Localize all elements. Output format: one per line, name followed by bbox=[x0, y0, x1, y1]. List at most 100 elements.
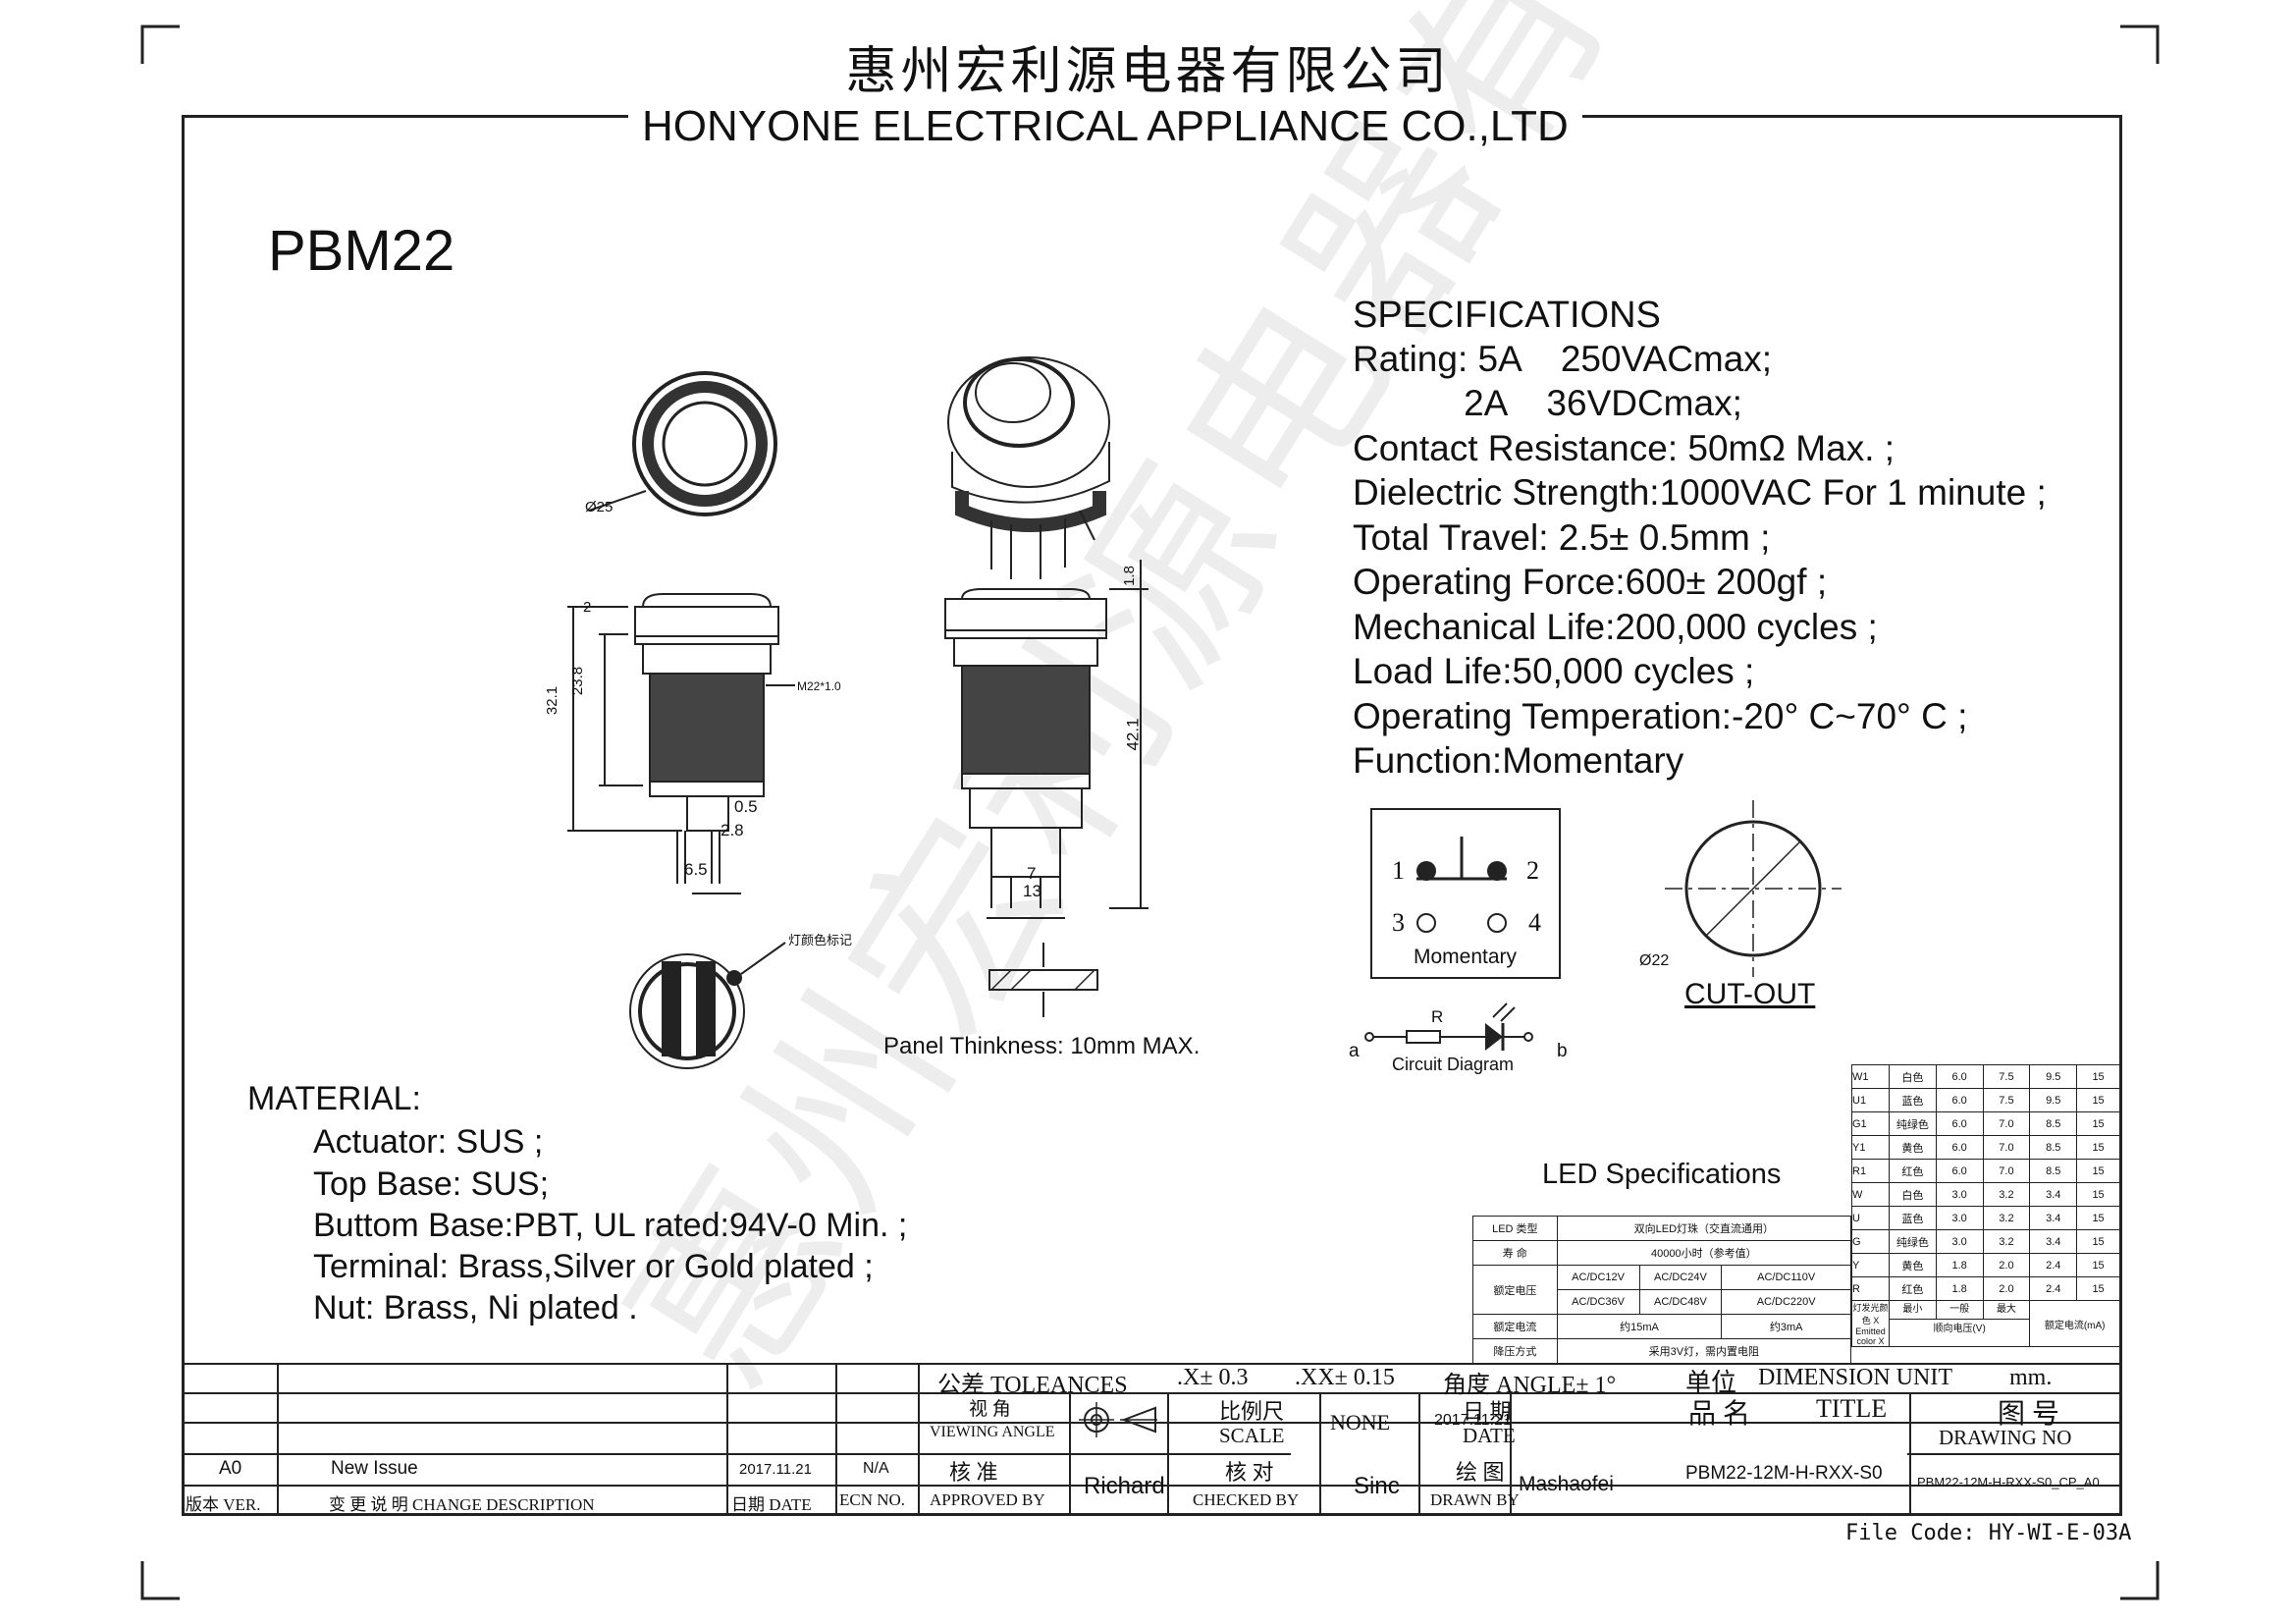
material-line: Buttom Base:PBT, UL rated:94V-0 Min. ; bbox=[313, 1207, 908, 1244]
led-color-cell: 9.5 bbox=[2029, 1064, 2078, 1089]
led-footer-current: 额定电流(mA) bbox=[2029, 1300, 2120, 1347]
crop-mark-top-right bbox=[2120, 25, 2160, 64]
side-view-right-drawing bbox=[944, 560, 1148, 919]
terminal-4-label: 4 bbox=[1528, 908, 1541, 937]
dim-label: 2.8 bbox=[721, 821, 744, 839]
approved-value: Richard bbox=[1084, 1473, 1165, 1499]
led-color-cell: 6.0 bbox=[1935, 1111, 1984, 1136]
terminal-1-label: 1 bbox=[1392, 856, 1405, 885]
led-color-cell: 蓝色 bbox=[1888, 1206, 1937, 1230]
led-color-cell: 6.0 bbox=[1935, 1159, 1984, 1183]
led-type-value: 双向LED灯珠（交直流通用） bbox=[1556, 1216, 1852, 1241]
date-value: 2017.11.21 bbox=[1434, 1412, 1512, 1429]
voltage-value: AC/DC110V bbox=[1721, 1265, 1851, 1290]
led-color-cell: 蓝色 bbox=[1888, 1088, 1937, 1112]
led-color-cell: 6.0 bbox=[1935, 1135, 1984, 1160]
led-color-cell: 3.0 bbox=[1935, 1182, 1984, 1207]
drawn-cn: 绘 图 bbox=[1456, 1460, 1505, 1485]
dim-label: 6.5 bbox=[684, 860, 708, 879]
led-color-cell: W bbox=[1851, 1182, 1890, 1207]
node-a-label: a bbox=[1349, 1041, 1360, 1061]
led-color-cell: 8.5 bbox=[2029, 1111, 2078, 1136]
led-color-cell: G1 bbox=[1851, 1111, 1890, 1136]
led-color-cell: 7.5 bbox=[1982, 1064, 2031, 1089]
header-date: 日期 DATE bbox=[731, 1495, 812, 1514]
led-color-cell: 6.0 bbox=[1935, 1088, 1984, 1112]
led-color-cell: 3.2 bbox=[1982, 1206, 2031, 1230]
scale-en: SCALE bbox=[1219, 1424, 1285, 1447]
ecn-value: N/A bbox=[863, 1460, 889, 1477]
led-specifications-heading: LED Specifications bbox=[1542, 1159, 1782, 1190]
led-color-cell: 15 bbox=[2076, 1088, 2120, 1112]
side-view-left-drawing bbox=[567, 593, 795, 894]
date-en: DATE bbox=[1463, 1424, 1516, 1447]
technical-drawings bbox=[567, 356, 1148, 1069]
drop-method-label: 降压方式 bbox=[1472, 1338, 1558, 1364]
led-color-cell: 7.0 bbox=[1982, 1159, 2031, 1183]
title-value: PBM22-12M-H-RXX-S0 bbox=[1685, 1463, 1883, 1484]
led-color-cell: 15 bbox=[2076, 1206, 2120, 1230]
unit-value: mm. bbox=[2009, 1365, 2053, 1390]
panel-thickness-drawing bbox=[988, 943, 1098, 1017]
spec-line: Contact Resistance: 50mΩ Max. ; bbox=[1353, 428, 1896, 468]
spec-line: Operating Temperation:-20° C~70° C ; bbox=[1353, 696, 1968, 736]
voltage-value: AC/DC48V bbox=[1638, 1289, 1723, 1315]
angle-tolerance: 角度 ANGLE± 1° bbox=[1443, 1373, 1617, 1398]
led-color-cell: 3.4 bbox=[2029, 1229, 2078, 1254]
drawing-no-en: DRAWING NO bbox=[1939, 1426, 2072, 1449]
led-color-cell: R bbox=[1851, 1276, 1890, 1301]
header-version: 版本 VER. bbox=[186, 1495, 261, 1514]
life-label: 寿 命 bbox=[1472, 1240, 1558, 1266]
circuit-diagram-label: Circuit Diagram bbox=[1392, 1055, 1515, 1074]
led-color-cell: 纯绿色 bbox=[1888, 1229, 1937, 1254]
crop-mark-bottom-right bbox=[2120, 1561, 2160, 1600]
led-color-cell: 红色 bbox=[1888, 1159, 1937, 1183]
led-color-cell: 15 bbox=[2076, 1253, 2120, 1277]
dim-label: 1.8 bbox=[1120, 566, 1138, 586]
material-heading: MATERIAL: bbox=[247, 1080, 421, 1117]
led-color-cell: U bbox=[1851, 1206, 1890, 1230]
cutout-label: CUT-OUT bbox=[1684, 978, 1816, 1010]
material-line: Actuator: SUS ; bbox=[313, 1123, 544, 1161]
spec-line: 2A 36VDCmax; bbox=[1353, 383, 1742, 423]
led-color-cell: 15 bbox=[2076, 1276, 2120, 1301]
led-color-cell: 2.4 bbox=[2029, 1276, 2078, 1301]
led-color-cell: 白色 bbox=[1888, 1064, 1937, 1089]
led-color-cell: W1 bbox=[1851, 1064, 1890, 1089]
isometric-view-drawing bbox=[947, 356, 1110, 579]
led-color-cell: 3.4 bbox=[2029, 1182, 2078, 1207]
spec-line: Operating Force:600± 200gf ; bbox=[1353, 562, 1828, 602]
voltage-value: AC/DC24V bbox=[1638, 1265, 1723, 1290]
dim-label: 2 bbox=[583, 599, 592, 616]
date-cn: 日 期 bbox=[1463, 1399, 1512, 1424]
spec-line: Mechanical Life:200,000 cycles ; bbox=[1353, 607, 1878, 647]
led-color-cell: 7.0 bbox=[1982, 1135, 2031, 1160]
company-name-en: HONYONE ELECTRICAL APPLIANCE CO.,LTD bbox=[628, 102, 1582, 151]
header-ecn: ECN NO. bbox=[839, 1490, 906, 1509]
unit-label: DIMENSION UNIT bbox=[1758, 1365, 1952, 1390]
revision-value: A0 bbox=[219, 1458, 242, 1479]
terminal-3-label: 3 bbox=[1392, 908, 1405, 937]
led-color-cell: 15 bbox=[2076, 1229, 2120, 1254]
current-value: 约3mA bbox=[1721, 1314, 1851, 1339]
drop-method-value: 采用3V灯，需内置电阻 bbox=[1556, 1338, 1852, 1364]
drawn-en: DRAWN BY bbox=[1430, 1490, 1520, 1509]
led-color-cell: Y1 bbox=[1851, 1135, 1890, 1160]
dim-label: 13 bbox=[1023, 882, 1041, 900]
led-color-cell: 纯绿色 bbox=[1888, 1111, 1937, 1136]
led-color-cell: 8.5 bbox=[2029, 1135, 2078, 1160]
voltage-value: AC/DC12V bbox=[1556, 1265, 1640, 1290]
spec-line: Load Life:50,000 cycles ; bbox=[1353, 651, 1755, 691]
checked-cn: 核 对 bbox=[1225, 1460, 1274, 1485]
led-color-cell: 2.0 bbox=[1982, 1276, 2031, 1301]
revision-description: New Issue bbox=[331, 1458, 418, 1479]
resistor-label: R bbox=[1431, 1007, 1444, 1026]
